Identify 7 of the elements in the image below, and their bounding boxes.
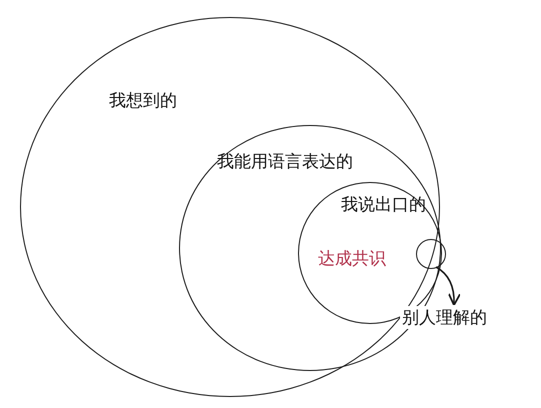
circle-label: 我说出口的: [341, 194, 426, 216]
circle: [416, 239, 446, 269]
arrow: [436, 266, 461, 306]
callout-label: 别人理解的: [400, 306, 489, 329]
circle-label: 我想到的: [109, 90, 177, 112]
circle-label: 我能用语言表达的: [217, 151, 353, 173]
overlap-label: 达成共识: [318, 248, 386, 270]
